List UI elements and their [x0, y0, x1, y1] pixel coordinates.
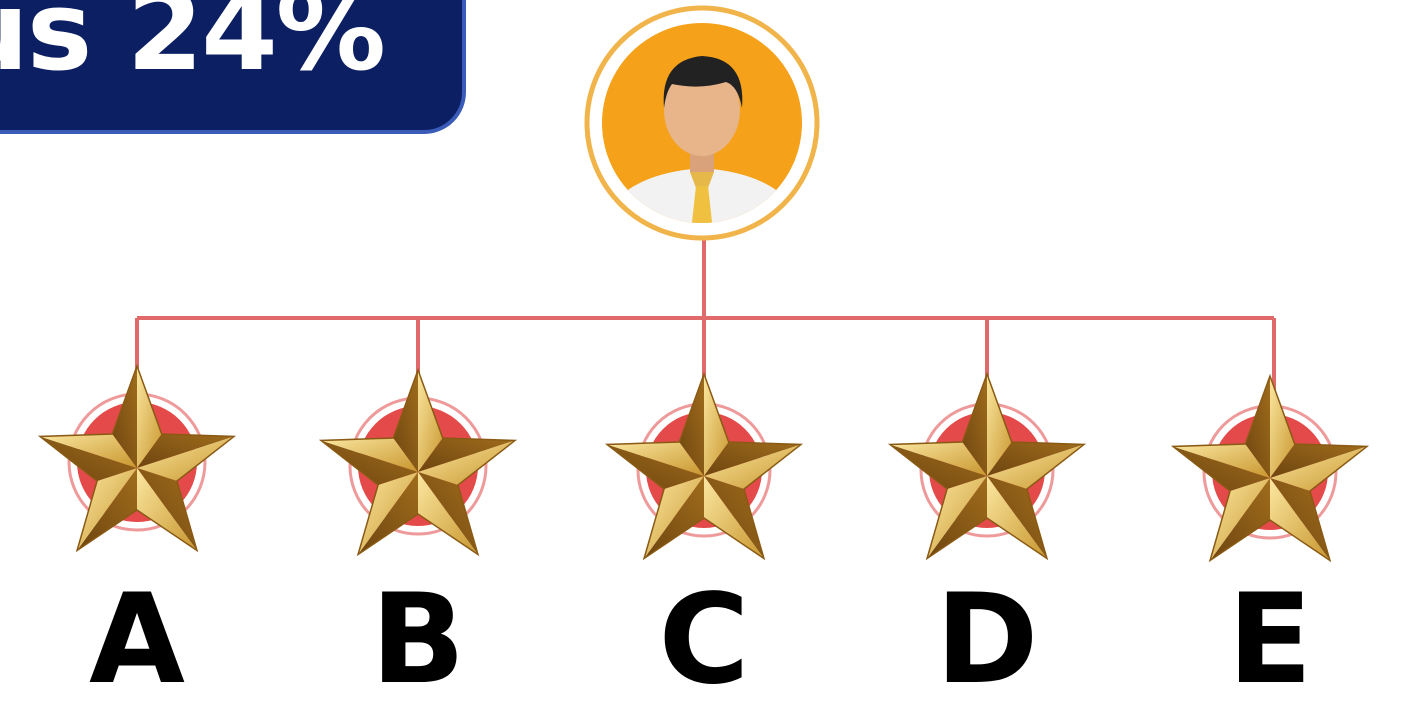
node-label-c: C	[624, 578, 784, 702]
node-label-d: D	[907, 578, 1067, 702]
connector-lines	[137, 236, 1274, 400]
star-nodes	[40, 366, 1367, 561]
node-label-a: A	[57, 578, 217, 702]
node-label-e: E	[1190, 578, 1350, 702]
star-node-b	[321, 370, 515, 555]
node-label-b: B	[338, 578, 498, 702]
star-node-e	[1173, 376, 1367, 561]
star-node-c	[607, 374, 801, 559]
star-node-a	[40, 366, 234, 551]
star-node-d	[890, 374, 1084, 559]
businessman-avatar-icon	[587, 8, 817, 238]
